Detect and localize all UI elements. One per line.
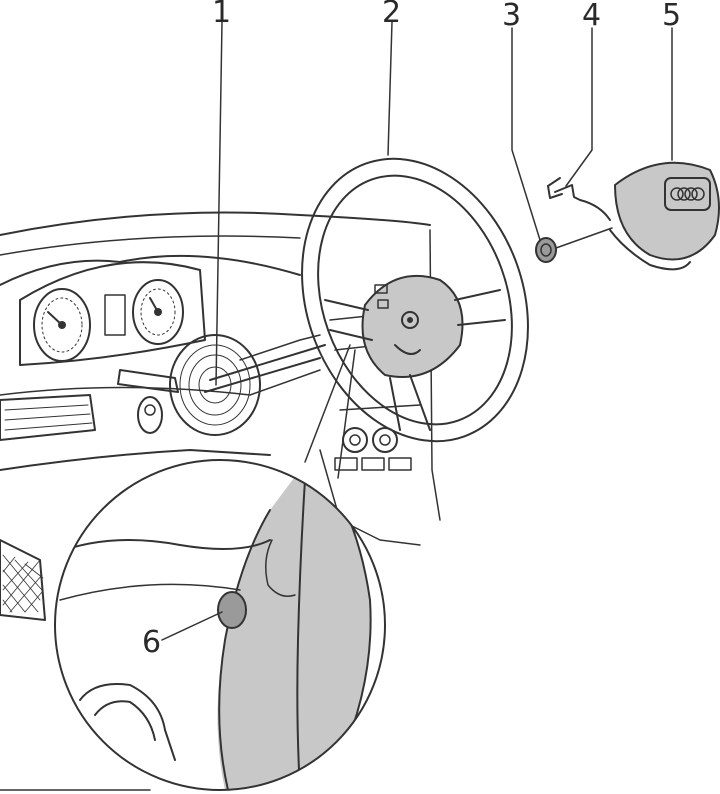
callout-4: 4 bbox=[582, 0, 601, 33]
detail-magnifier bbox=[54, 344, 386, 791]
airbag-connector bbox=[547, 177, 611, 221]
bolt bbox=[535, 227, 613, 263]
callout-3: 3 bbox=[502, 0, 521, 33]
callout-2: 2 bbox=[382, 0, 401, 30]
air-vent-left bbox=[0, 394, 96, 441]
leader-lines bbox=[161, 21, 673, 641]
callout-labels: 1 2 3 4 5 6 bbox=[142, 0, 681, 660]
callout-5: 5 bbox=[662, 0, 681, 33]
pedal-area bbox=[0, 539, 46, 621]
callout-6: 6 bbox=[142, 625, 161, 660]
audi-rings-logo bbox=[670, 187, 705, 201]
steering-wheel bbox=[301, 157, 529, 443]
driver-airbag-unit bbox=[609, 161, 720, 271]
dashboard bbox=[0, 211, 441, 621]
center-console bbox=[334, 404, 421, 471]
instrument-cluster bbox=[19, 261, 206, 366]
steering-column-clock-spring bbox=[117, 334, 326, 436]
callout-1: 1 bbox=[212, 0, 231, 30]
